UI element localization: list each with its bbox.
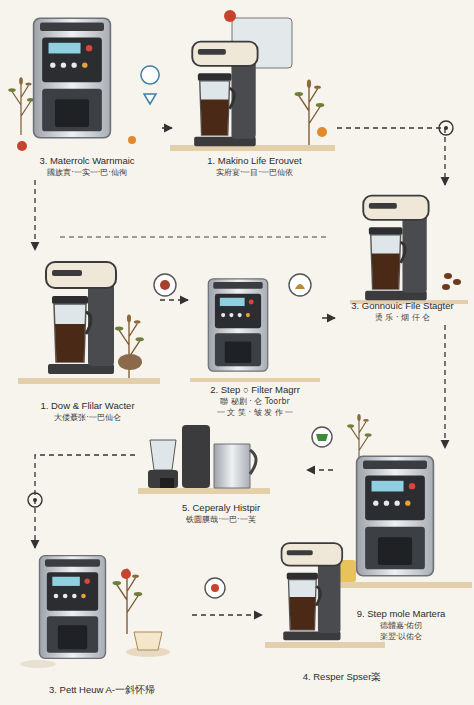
station-title: 3. Gonnouic File Stagter [351,300,453,312]
machine-station: 3. Gonnouic File Stagter烫 乐 · 烟 仟 仑 [335,185,470,325]
coffee-machine [46,262,116,374]
junction-dot [33,498,37,502]
plate [20,660,56,668]
icon-mark [295,284,305,289]
shelf [18,378,160,384]
coffee-machine [192,42,257,147]
station-note: 烫 乐 · 烟 仟 仑 [375,312,430,323]
coffee-bean [453,279,461,285]
kettle [214,444,250,488]
station-note: 铁圆膜哉·一巴·一芙 [186,514,255,525]
station-title: 1. Makino Life Erouvet [207,155,302,167]
round-icon [205,578,225,598]
station-note: 实府宴·一目·一巴仙依 [216,167,293,178]
fruit [17,141,27,151]
icon-mark [211,584,219,592]
pin-icon [141,66,159,104]
plant [113,569,143,634]
machine-station: 3. Materrolc Warnmaic國族實·一实一·巴·仙徇 [12,8,162,180]
fruit [121,569,131,579]
grinder [182,425,210,488]
station-note: 聯 秘剧 · 仑 Toorbr [220,396,290,407]
flow-arrow [162,127,172,128]
station-note: 楽翌·以佑仑 [380,631,423,642]
coffee-bean [442,284,450,290]
plant [8,77,34,135]
flow-arrow [322,317,335,318]
junction-dot [444,126,448,130]
flow-arrow [444,325,445,448]
fruit [317,127,327,137]
coffee-bean [444,273,452,279]
round-icon [154,274,176,296]
machine-station: 2. Step ○ Filter Magrr聯 秘剧 · 仑 Toorbr一 文… [188,268,322,420]
station-title: 4. Resper Spser楽 [303,671,382,683]
blender-base [148,470,178,488]
icon-mark [160,280,170,290]
machine-station: 4. Resper Spser楽 [262,535,422,685]
coffee-machine [357,456,434,575]
station-title: 5. Ceperaly Histpir [182,502,260,514]
shelf [138,488,270,494]
shelf [328,582,472,588]
shelf [265,642,385,648]
station-title: 3. Materrolc Warnmaic [39,155,134,167]
station-title: 9. Step mole Martera [357,608,446,620]
round-icon [312,427,332,447]
plant [115,314,144,378]
station-title: 2. Step ○ Filter Magrr [210,384,300,396]
junction-symbol [28,493,42,507]
flow-arrow [192,614,262,615]
guide-line [60,236,330,237]
coffee-machine [34,18,111,137]
station-note: 一 文 笑 · 皱 发 作 一 [217,407,293,418]
machine-station: 9. Step mole Martera德體嘉·佑仞楽翌·以佑仑 [333,448,469,644]
fruit [224,10,236,22]
machine-station: 1. Makino Life Erouvet实府宴·一目·一巴仙依 [172,8,337,180]
station-title: 3. Pett Heuw A-一斜怀帰 [49,684,155,696]
flow-arrow [34,180,35,250]
coffee-cup [134,632,162,650]
coffee-machine [208,279,267,371]
flow-arrow [307,469,333,470]
coffee-machine [282,543,343,640]
machine-station: 1. Dow & Flilar Wacter大偻聂张·一巴仙仑 [15,250,160,425]
shelf [190,378,320,382]
machine-station: 5. Ceperaly Histpir铁圆膜哉·一巴·一芙 [135,415,307,527]
machine-station: 3. Pett Heuw A-一斜怀帰 [12,548,192,698]
fruit [128,136,136,144]
espresso-cup [160,478,174,488]
flow-arrow [35,455,135,548]
flow-arrow [337,128,445,185]
station-note: 國族實·一实一·巴·仙徇 [47,167,127,178]
junction-symbol [439,121,453,135]
bean-bowl [118,354,142,370]
icon-mark [316,434,328,441]
blender-jar [150,440,176,470]
coffee-machine [363,196,428,301]
station-title: 1. Dow & Flilar Wacter [40,400,134,412]
round-icon [289,274,311,296]
station-note: 德體嘉·佑仞 [380,620,423,631]
kettle-handle [250,450,256,474]
flow-arrow [160,299,188,300]
station-note: 大偻聂张·一巴仙仑 [54,412,121,423]
coffee-machine [40,556,106,659]
